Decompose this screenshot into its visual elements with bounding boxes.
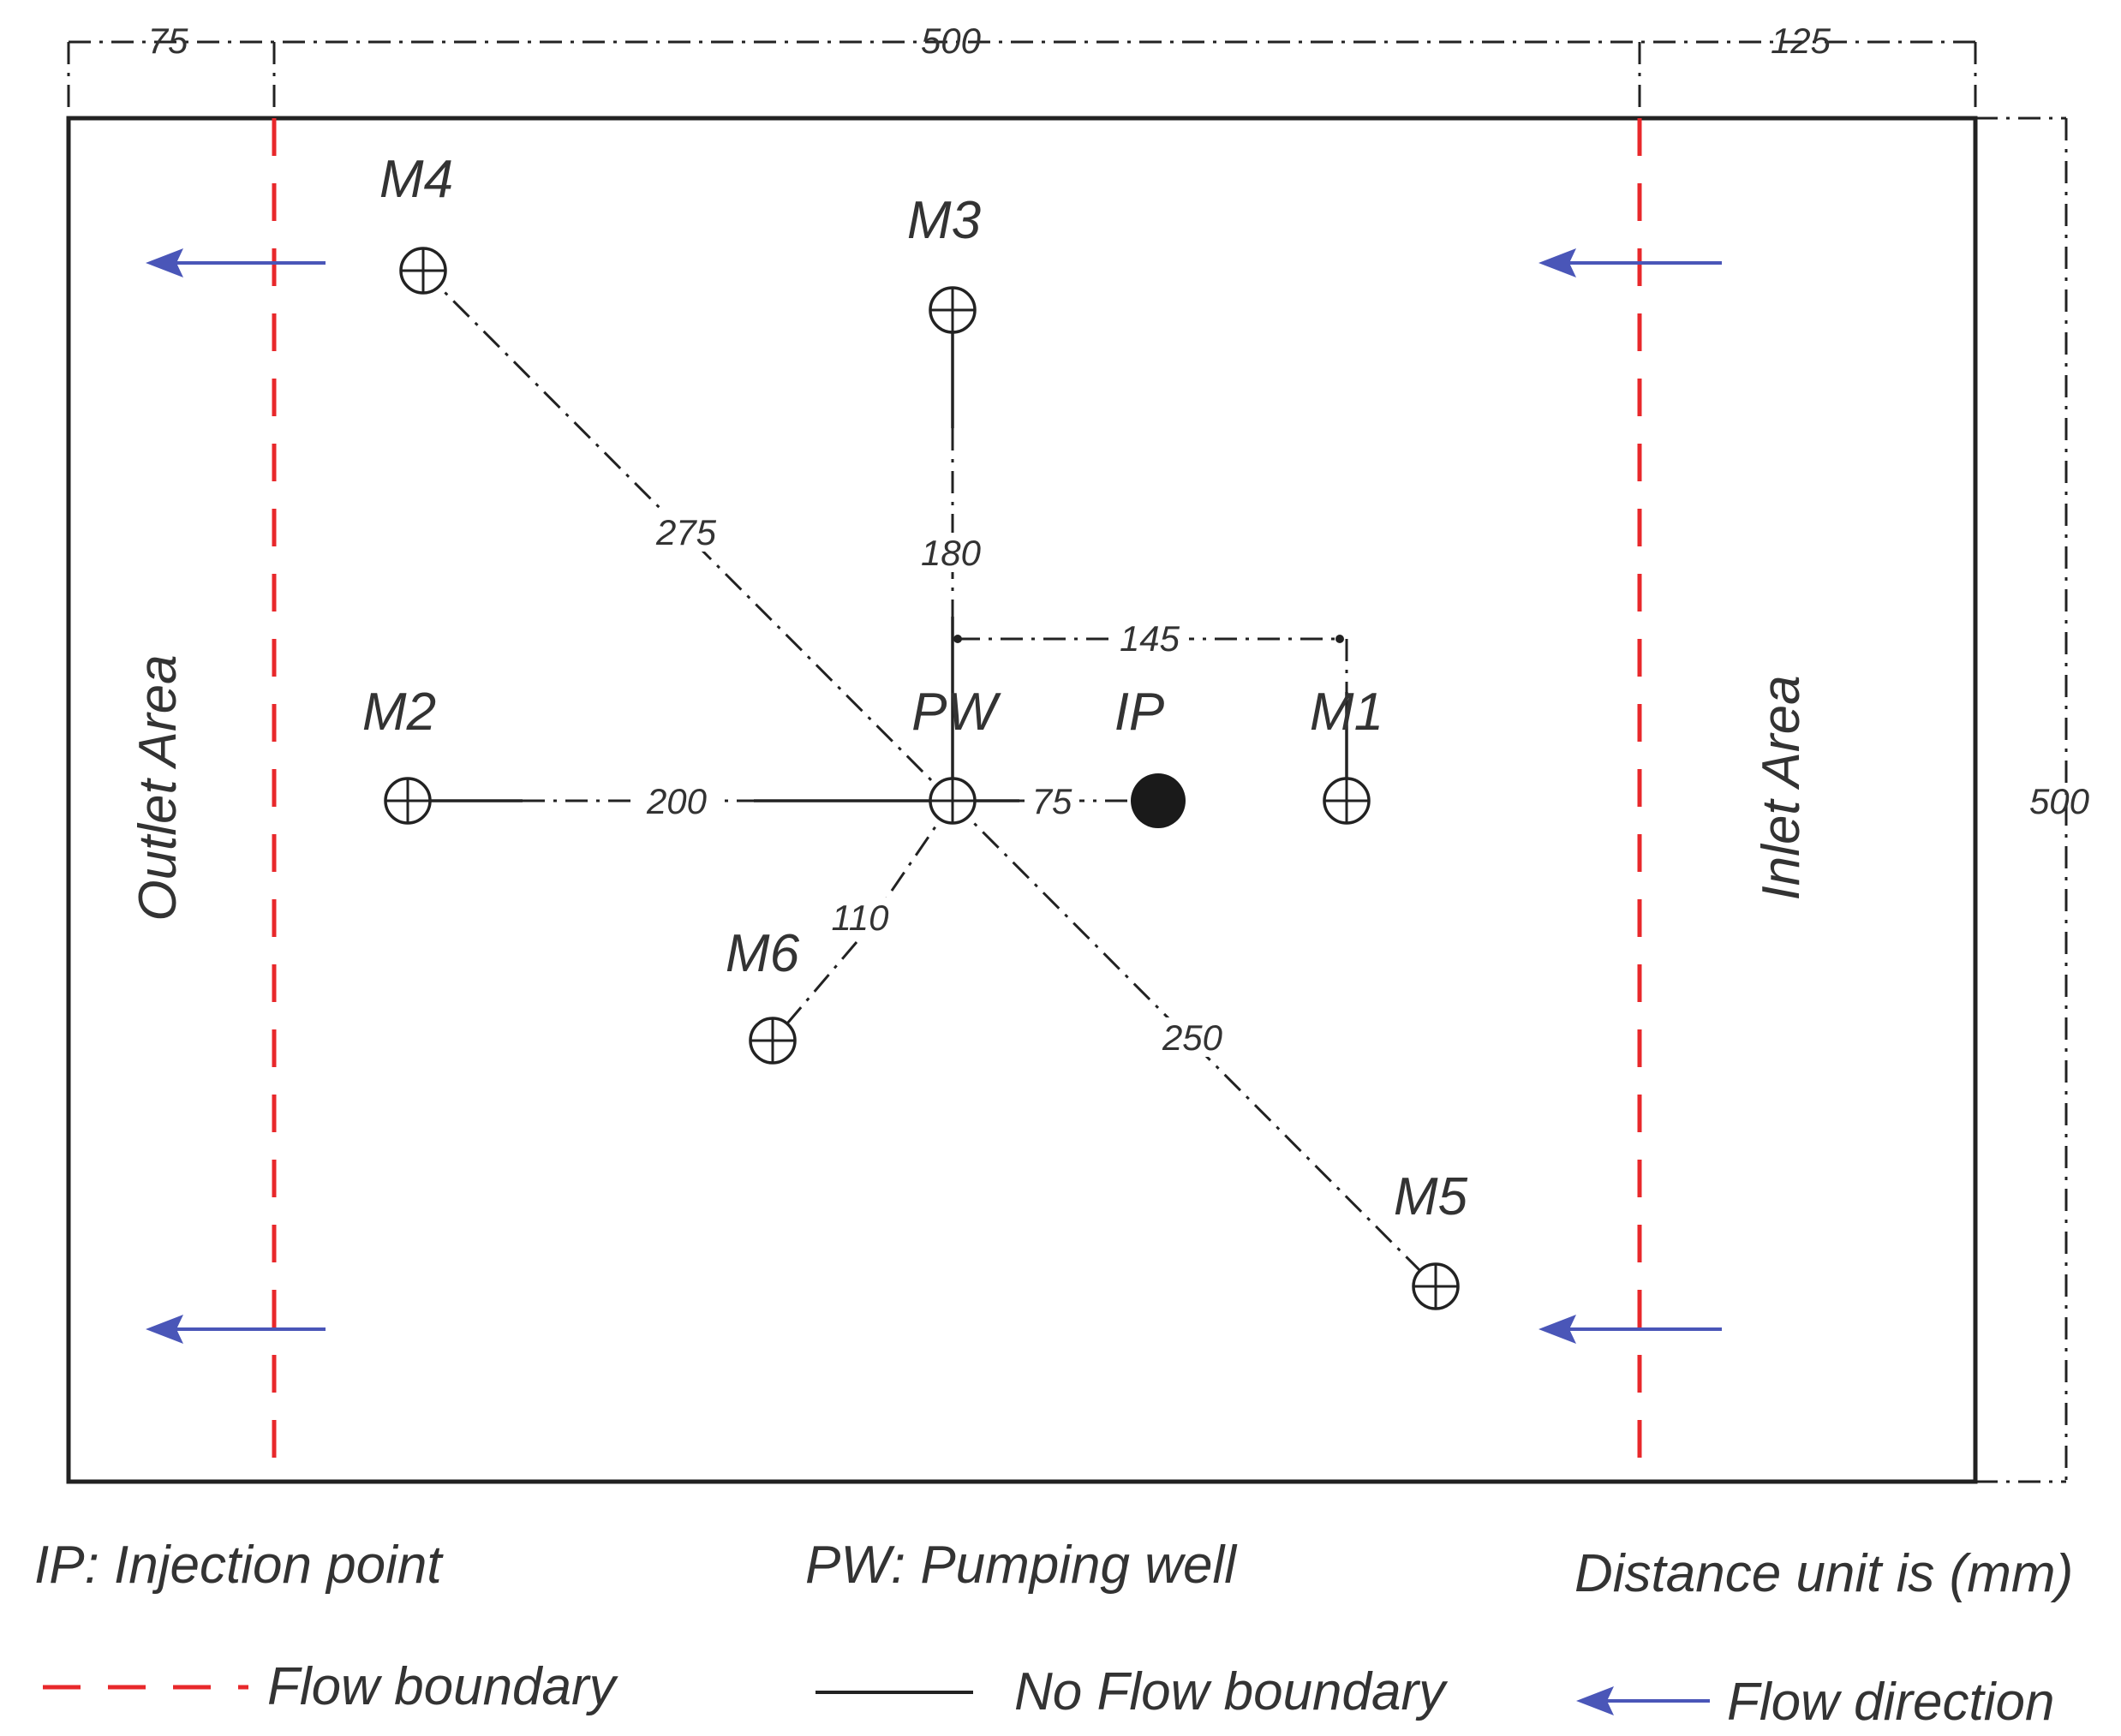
well-m4-icon: [399, 247, 447, 295]
legend-no-flow-boundary: No Flow boundary: [1014, 1662, 1449, 1721]
flow-arrow-bottom-left: [146, 1315, 326, 1344]
well-label-m5: M5: [1394, 1167, 1468, 1226]
distance-label-250: 250: [1162, 1017, 1223, 1058]
well-label-m4: M4: [379, 150, 453, 209]
injection-point-icon: [1131, 773, 1186, 828]
legend-flow-boundary: Flow boundary: [267, 1657, 619, 1716]
well-label-m6: M6: [726, 924, 800, 983]
dimension-label-75: 75: [148, 21, 188, 61]
well-m2-icon: [384, 777, 432, 825]
legend-injection-point: IP: Injection point: [34, 1536, 444, 1595]
no-flow-boundary-frame: [66, 116, 1978, 1484]
legend-distance-unit: Distance unit is (mm): [1574, 1544, 2073, 1603]
label-bg-180: [911, 533, 994, 572]
distance-label-110: 110: [832, 898, 890, 938]
legend-flow-direction-symbol: [1576, 1686, 1710, 1715]
label-bg-75: [1025, 781, 1079, 820]
distance-label-180: 180: [921, 533, 982, 573]
flow-arrow-top-right: [1538, 248, 1722, 277]
flow-arrow-bottom-right: [1538, 1315, 1722, 1344]
well-m3-icon: [929, 286, 977, 334]
well-m6-icon: [749, 1017, 797, 1065]
legend-pumping-well: PW: Pumping well: [805, 1536, 1238, 1595]
label-bg-200: [636, 781, 718, 820]
well-pw-icon: [929, 777, 977, 825]
dimension-label-500-right: 500: [2029, 781, 2090, 821]
top-dimension-line: [67, 40, 1977, 116]
legend-flow-direction: Flow direction: [1727, 1673, 2054, 1732]
well-label-m2: M2: [362, 683, 436, 742]
well-label-m1: M1: [1310, 683, 1383, 742]
dimension-label-125: 125: [1771, 21, 1831, 61]
flow-arrow-top-left: [146, 248, 326, 277]
distance-label-200: 200: [646, 781, 708, 821]
well-m5-icon: [1412, 1262, 1460, 1310]
well-label-pw: PW: [911, 683, 1001, 742]
well-label-m3: M3: [907, 191, 981, 250]
outlet-area-label: Outlet Area: [128, 654, 188, 921]
label-bg-275: [648, 512, 725, 552]
connection-pw-m5: [951, 800, 1437, 1288]
distance-label-75: 75: [1032, 781, 1072, 821]
label-bg-110: [821, 898, 899, 937]
distance-label-145: 145: [1120, 618, 1180, 659]
distance-label-275: 275: [655, 512, 717, 552]
label-bg-250: [1153, 1017, 1232, 1057]
label-bg-145: [1110, 618, 1189, 658]
well-m1-icon: [1323, 777, 1371, 825]
well-label-ip: IP: [1114, 683, 1165, 742]
right-dimension-line: [1975, 116, 2068, 1483]
inlet-area-label: Inlet Area: [1752, 675, 1811, 900]
dimension-label-500-top: 500: [921, 21, 982, 61]
